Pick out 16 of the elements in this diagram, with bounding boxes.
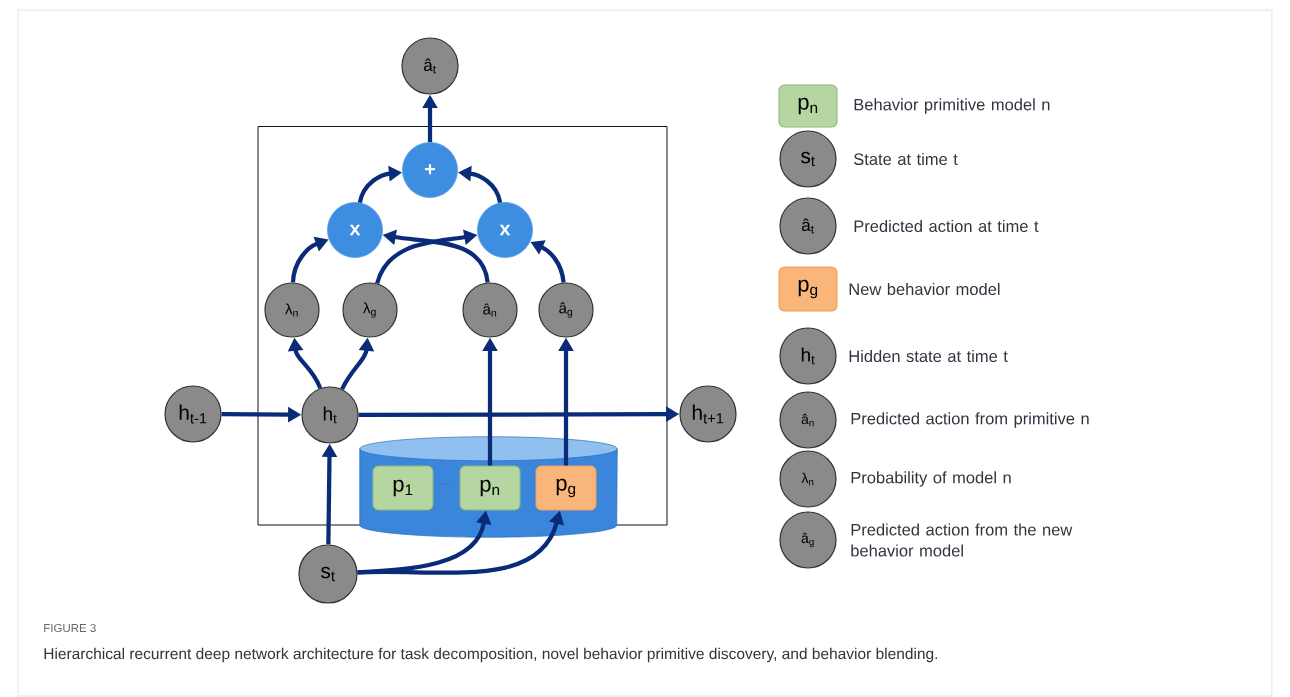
caption: Hierarchical recurrent deep network architecture for task decomposition, novel behavior primitive discovery, and behavior blending. bbox=[44, 647, 937, 663]
legend-description: Probability of model n bbox=[851, 471, 1011, 487]
legend-description: Predicted action at time t bbox=[854, 219, 1039, 233]
legend-description: Predicted action from the new behavior model bbox=[851, 523, 1073, 557]
ellipsis-text: ... bbox=[442, 483, 452, 485]
legend-description: State at time t bbox=[854, 152, 958, 166]
legend-description: Hidden state at time t bbox=[849, 349, 1008, 363]
model-box: p$_{n}$ bbox=[778, 84, 838, 128]
new-model-box: p$_{g}$ bbox=[535, 465, 597, 511]
figure-number: FIGURE 3 bbox=[44, 623, 96, 633]
model-box: p$_{n}$ bbox=[459, 465, 521, 511]
new-model-box: p$_{g}$ bbox=[778, 266, 838, 312]
model-box: p$_{1}$ bbox=[372, 465, 434, 511]
legend-description: Predicted action from primitive n bbox=[851, 412, 1089, 428]
legend-description: New behavior model bbox=[849, 282, 1000, 296]
legend-description: Behavior primitive model n bbox=[854, 98, 1050, 114]
